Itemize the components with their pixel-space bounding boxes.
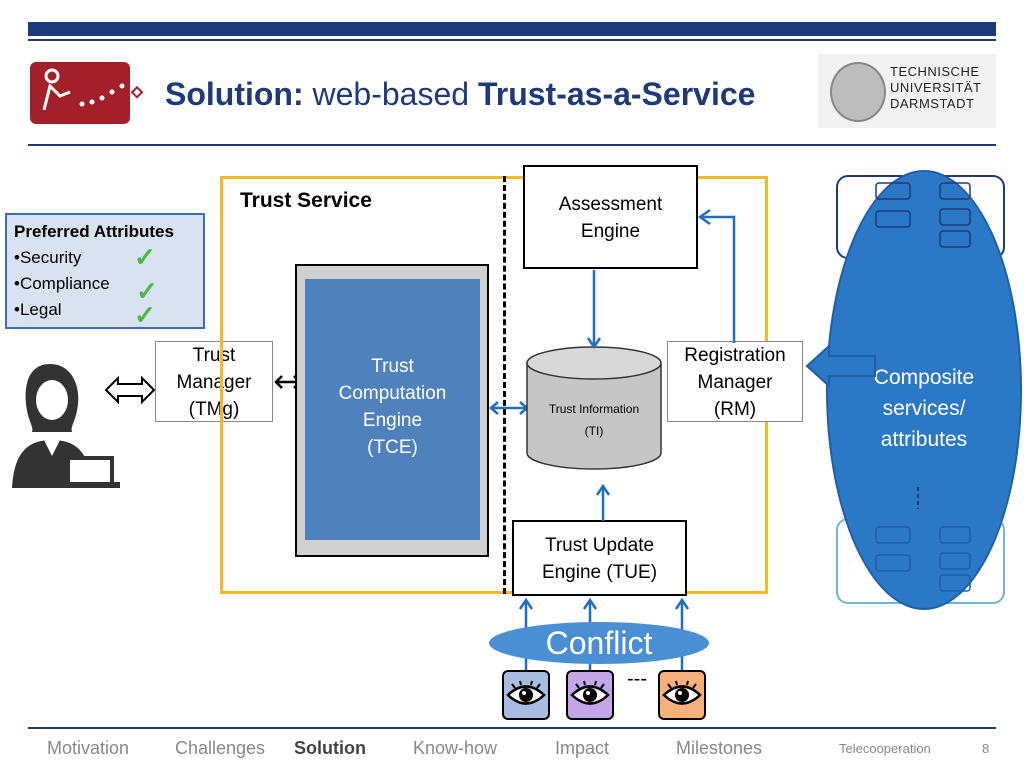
diamond-icon (130, 86, 144, 99)
nav-impact[interactable]: Impact (555, 738, 610, 758)
university-line-1: TECHNISCHE (890, 64, 980, 79)
trust-manager-box: Trust Manager (TMg) (155, 341, 273, 422)
registration-line-3: (RM) (713, 399, 757, 420)
trust-manager-line-2: Manager (176, 372, 252, 393)
footer-org: Telecooperation (839, 741, 931, 756)
dashed-divider (503, 176, 506, 594)
preferred-item-compliance: •Compliance (14, 274, 110, 293)
eye-monitor-box (658, 670, 706, 720)
telecooperation-logo (30, 62, 130, 124)
preferred-attributes-box (5, 213, 205, 329)
eye-icon (570, 680, 610, 705)
tce-line-4: (TCE) (367, 437, 418, 458)
arrow-down-icon (586, 270, 602, 350)
university-line-2: UNIVERSITÄT (890, 80, 982, 95)
header-bar (28, 22, 996, 36)
title-bold-1: Solution: (165, 76, 304, 112)
assessment-line-1: Assessment (558, 194, 663, 215)
trust-manager-line-1: Trust (192, 345, 236, 366)
registration-line-1: Registration (684, 345, 786, 366)
university-head-icon (830, 62, 886, 122)
nav-solution[interactable]: Solution (294, 738, 366, 758)
composite-line-1: Composite (873, 366, 975, 389)
nav-know-how[interactable]: Know-how (413, 738, 498, 758)
registration-manager-box: Registration Manager (RM) (667, 341, 803, 422)
tce-line-3: Engine (362, 410, 423, 431)
composite-services-ellipse (826, 170, 1022, 610)
trust-service-label: Trust Service (240, 189, 372, 212)
conflict-label: Conflict (489, 622, 709, 664)
logo-figure-icon (42, 68, 125, 111)
eye-monitor-box (502, 670, 550, 720)
user-icon (12, 364, 120, 488)
header-bar-line (28, 39, 996, 41)
page-number: 8 (982, 741, 990, 756)
trust-information-line-2: (TI) (584, 424, 604, 438)
assessment-engine-box: Assessment Engine (523, 165, 698, 269)
title-bold-2: Trust-as-a-Service (477, 76, 756, 112)
trust-update-engine-box: Trust Update Engine (TUE) (512, 520, 687, 596)
block-arrow-left-icon (805, 344, 876, 388)
registration-line-2: Manager (697, 372, 773, 393)
page-title: Solution: web-based Trust-as-a-Service (165, 76, 755, 113)
nav-motivation[interactable]: Motivation (47, 738, 130, 758)
composite-line-3: attributes (880, 428, 968, 451)
tce-box: Trust Computation Engine (TCE) (305, 279, 480, 540)
tce-line-2: Computation (338, 383, 447, 404)
arrow-up-icon (595, 483, 611, 521)
service-blocks-icon (875, 182, 971, 592)
trust-information-line-1: Trust Information (548, 402, 640, 416)
assessment-line-2: Engine (580, 221, 641, 242)
university-name: TECHNISCHE UNIVERSITÄT DARMSTADT (890, 64, 981, 112)
composite-line-2: services/ (882, 397, 966, 420)
nav-milestones[interactable]: Milestones (676, 738, 763, 758)
preferred-item-security: •Security (14, 248, 82, 267)
nav-challenges[interactable]: Challenges (175, 738, 266, 758)
trust-manager-line-3: (TMg) (188, 399, 240, 420)
double-arrow-icon (104, 375, 156, 405)
title-mid: web-based (303, 76, 478, 112)
composite-services-label: Composite services/ attributes (840, 362, 1008, 455)
arrow-up-left-icon (697, 208, 736, 343)
tce-line-1: Trust (371, 356, 414, 377)
footer-rule (28, 727, 996, 729)
database-icon (526, 346, 662, 470)
eye-monitor-box (566, 670, 614, 720)
university-line-3: DARMSTADT (890, 96, 975, 111)
header-rule (28, 144, 996, 146)
check-icon: ✓ (136, 276, 158, 306)
check-icon: ✓ (134, 300, 156, 330)
check-icon: ✓ (134, 242, 156, 272)
trust-information-label: Trust Information (TI) (524, 398, 664, 442)
preferred-attributes-title: Preferred Attributes (14, 222, 174, 241)
preferred-item-legal: •Legal (14, 300, 62, 319)
tue-line-1: Trust Update (544, 535, 655, 556)
eye-icon (662, 680, 702, 705)
ellipsis-dashes: --- (627, 668, 647, 690)
tue-line-2: Engine (TUE) (541, 562, 658, 583)
eye-icon (506, 680, 546, 705)
